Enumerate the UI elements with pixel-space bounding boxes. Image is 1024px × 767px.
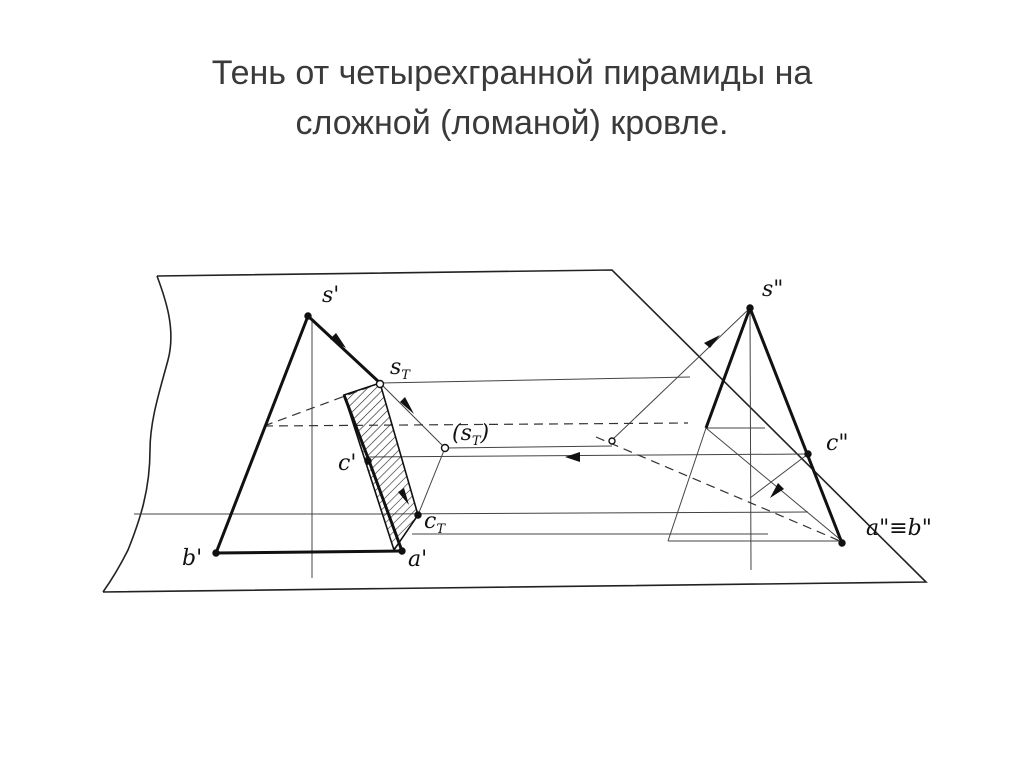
label-c-side: c" xyxy=(826,431,848,456)
side-view-pyramid xyxy=(704,307,844,544)
point-c-front xyxy=(364,457,372,465)
slide-title-line1: Тень от четырехгранной пирамиды на xyxy=(211,54,813,92)
label-s-t-paren: (sT) xyxy=(452,421,489,449)
roof-outline xyxy=(102,269,928,593)
label-c-t: cT xyxy=(424,509,446,537)
point-left-mark xyxy=(608,437,616,445)
point-s-side xyxy=(746,304,754,312)
hidden-lines xyxy=(263,382,841,542)
label-ab-side: a"≡b" xyxy=(866,516,932,541)
slide-title-line2: сложной (ломаной) кровле. xyxy=(295,104,729,142)
label-s-side: s" xyxy=(762,277,783,302)
point-s-front xyxy=(304,312,312,320)
point-c-t xyxy=(414,511,422,519)
point-ab-side xyxy=(838,539,846,547)
label-a-front: a' xyxy=(408,547,427,572)
points xyxy=(212,304,846,557)
label-c-front: c' xyxy=(338,451,356,476)
point-labels: s' sT (sT) c' cT b' a' s" c" a"≡b" xyxy=(182,277,932,572)
point-s-t-paren xyxy=(440,443,450,453)
slide-title: Тень от четырехгранной пирамиды на сложн… xyxy=(0,48,1024,148)
front-view-pyramid xyxy=(214,314,404,555)
label-s-t: sT xyxy=(390,355,411,383)
point-s-t xyxy=(375,379,385,389)
point-c-side xyxy=(804,450,812,458)
point-a-front xyxy=(398,547,406,555)
point-b-front xyxy=(212,549,220,557)
label-s-front: s' xyxy=(322,283,339,308)
label-b-front: b' xyxy=(182,546,202,571)
construction-lines xyxy=(134,307,843,578)
